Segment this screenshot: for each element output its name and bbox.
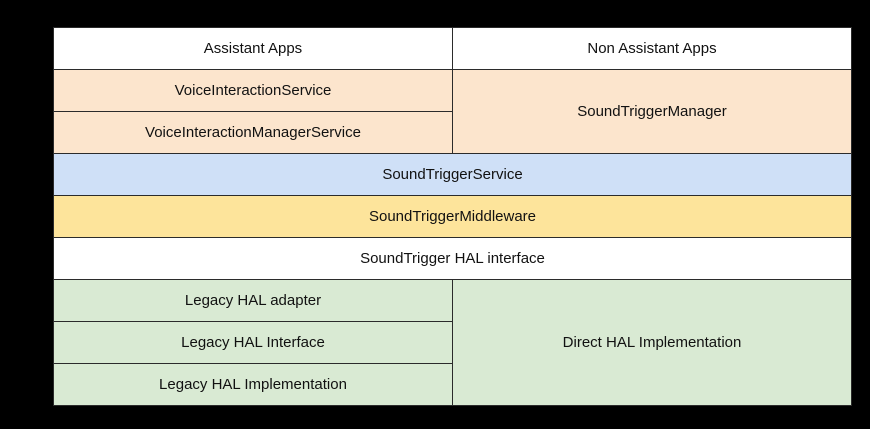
table-row-legacy-hal-adapter: Legacy HAL adapter Direct HAL Implementa… bbox=[53, 279, 852, 406]
table-row-legacy-hal-implementation: Legacy HAL Implementation bbox=[53, 363, 852, 406]
cell-legacy-hal-adapter: Legacy HAL adapter bbox=[53, 279, 453, 322]
table-row-sound-trigger-service: SoundTriggerService bbox=[53, 153, 852, 196]
soundtrigger-architecture-table: Assistant Apps Non Assistant Apps VoiceI… bbox=[53, 27, 852, 406]
cell-sound-trigger-hal-interface: SoundTrigger HAL interface bbox=[53, 237, 852, 280]
header-non-assistant-apps: Non Assistant Apps bbox=[452, 27, 852, 70]
table-row-sound-trigger-middleware: SoundTriggerMiddleware bbox=[53, 195, 852, 238]
header-assistant-apps: Assistant Apps bbox=[53, 27, 453, 70]
cell-voice-interaction-manager-service: VoiceInteractionManagerService bbox=[53, 111, 453, 154]
cell-direct-hal-implementation: Direct HAL Implementation bbox=[452, 279, 852, 406]
table-row-voice-interaction-service: VoiceInteractionService SoundTriggerMana… bbox=[53, 69, 852, 154]
cell-sound-trigger-service: SoundTriggerService bbox=[53, 153, 852, 196]
table-row-sound-trigger-hal-interface: SoundTrigger HAL interface bbox=[53, 237, 852, 280]
cell-sound-trigger-middleware: SoundTriggerMiddleware bbox=[53, 195, 852, 238]
cell-legacy-hal-implementation: Legacy HAL Implementation bbox=[53, 363, 453, 406]
table-row-voice-interaction-manager-service: VoiceInteractionManagerService bbox=[53, 111, 852, 154]
cell-sound-trigger-manager: SoundTriggerManager bbox=[452, 69, 852, 154]
table-row-legacy-hal-interface: Legacy HAL Interface bbox=[53, 321, 852, 364]
cell-legacy-hal-interface: Legacy HAL Interface bbox=[53, 321, 453, 364]
table-row-headers: Assistant Apps Non Assistant Apps bbox=[53, 27, 852, 70]
cell-voice-interaction-service: VoiceInteractionService bbox=[53, 69, 453, 112]
